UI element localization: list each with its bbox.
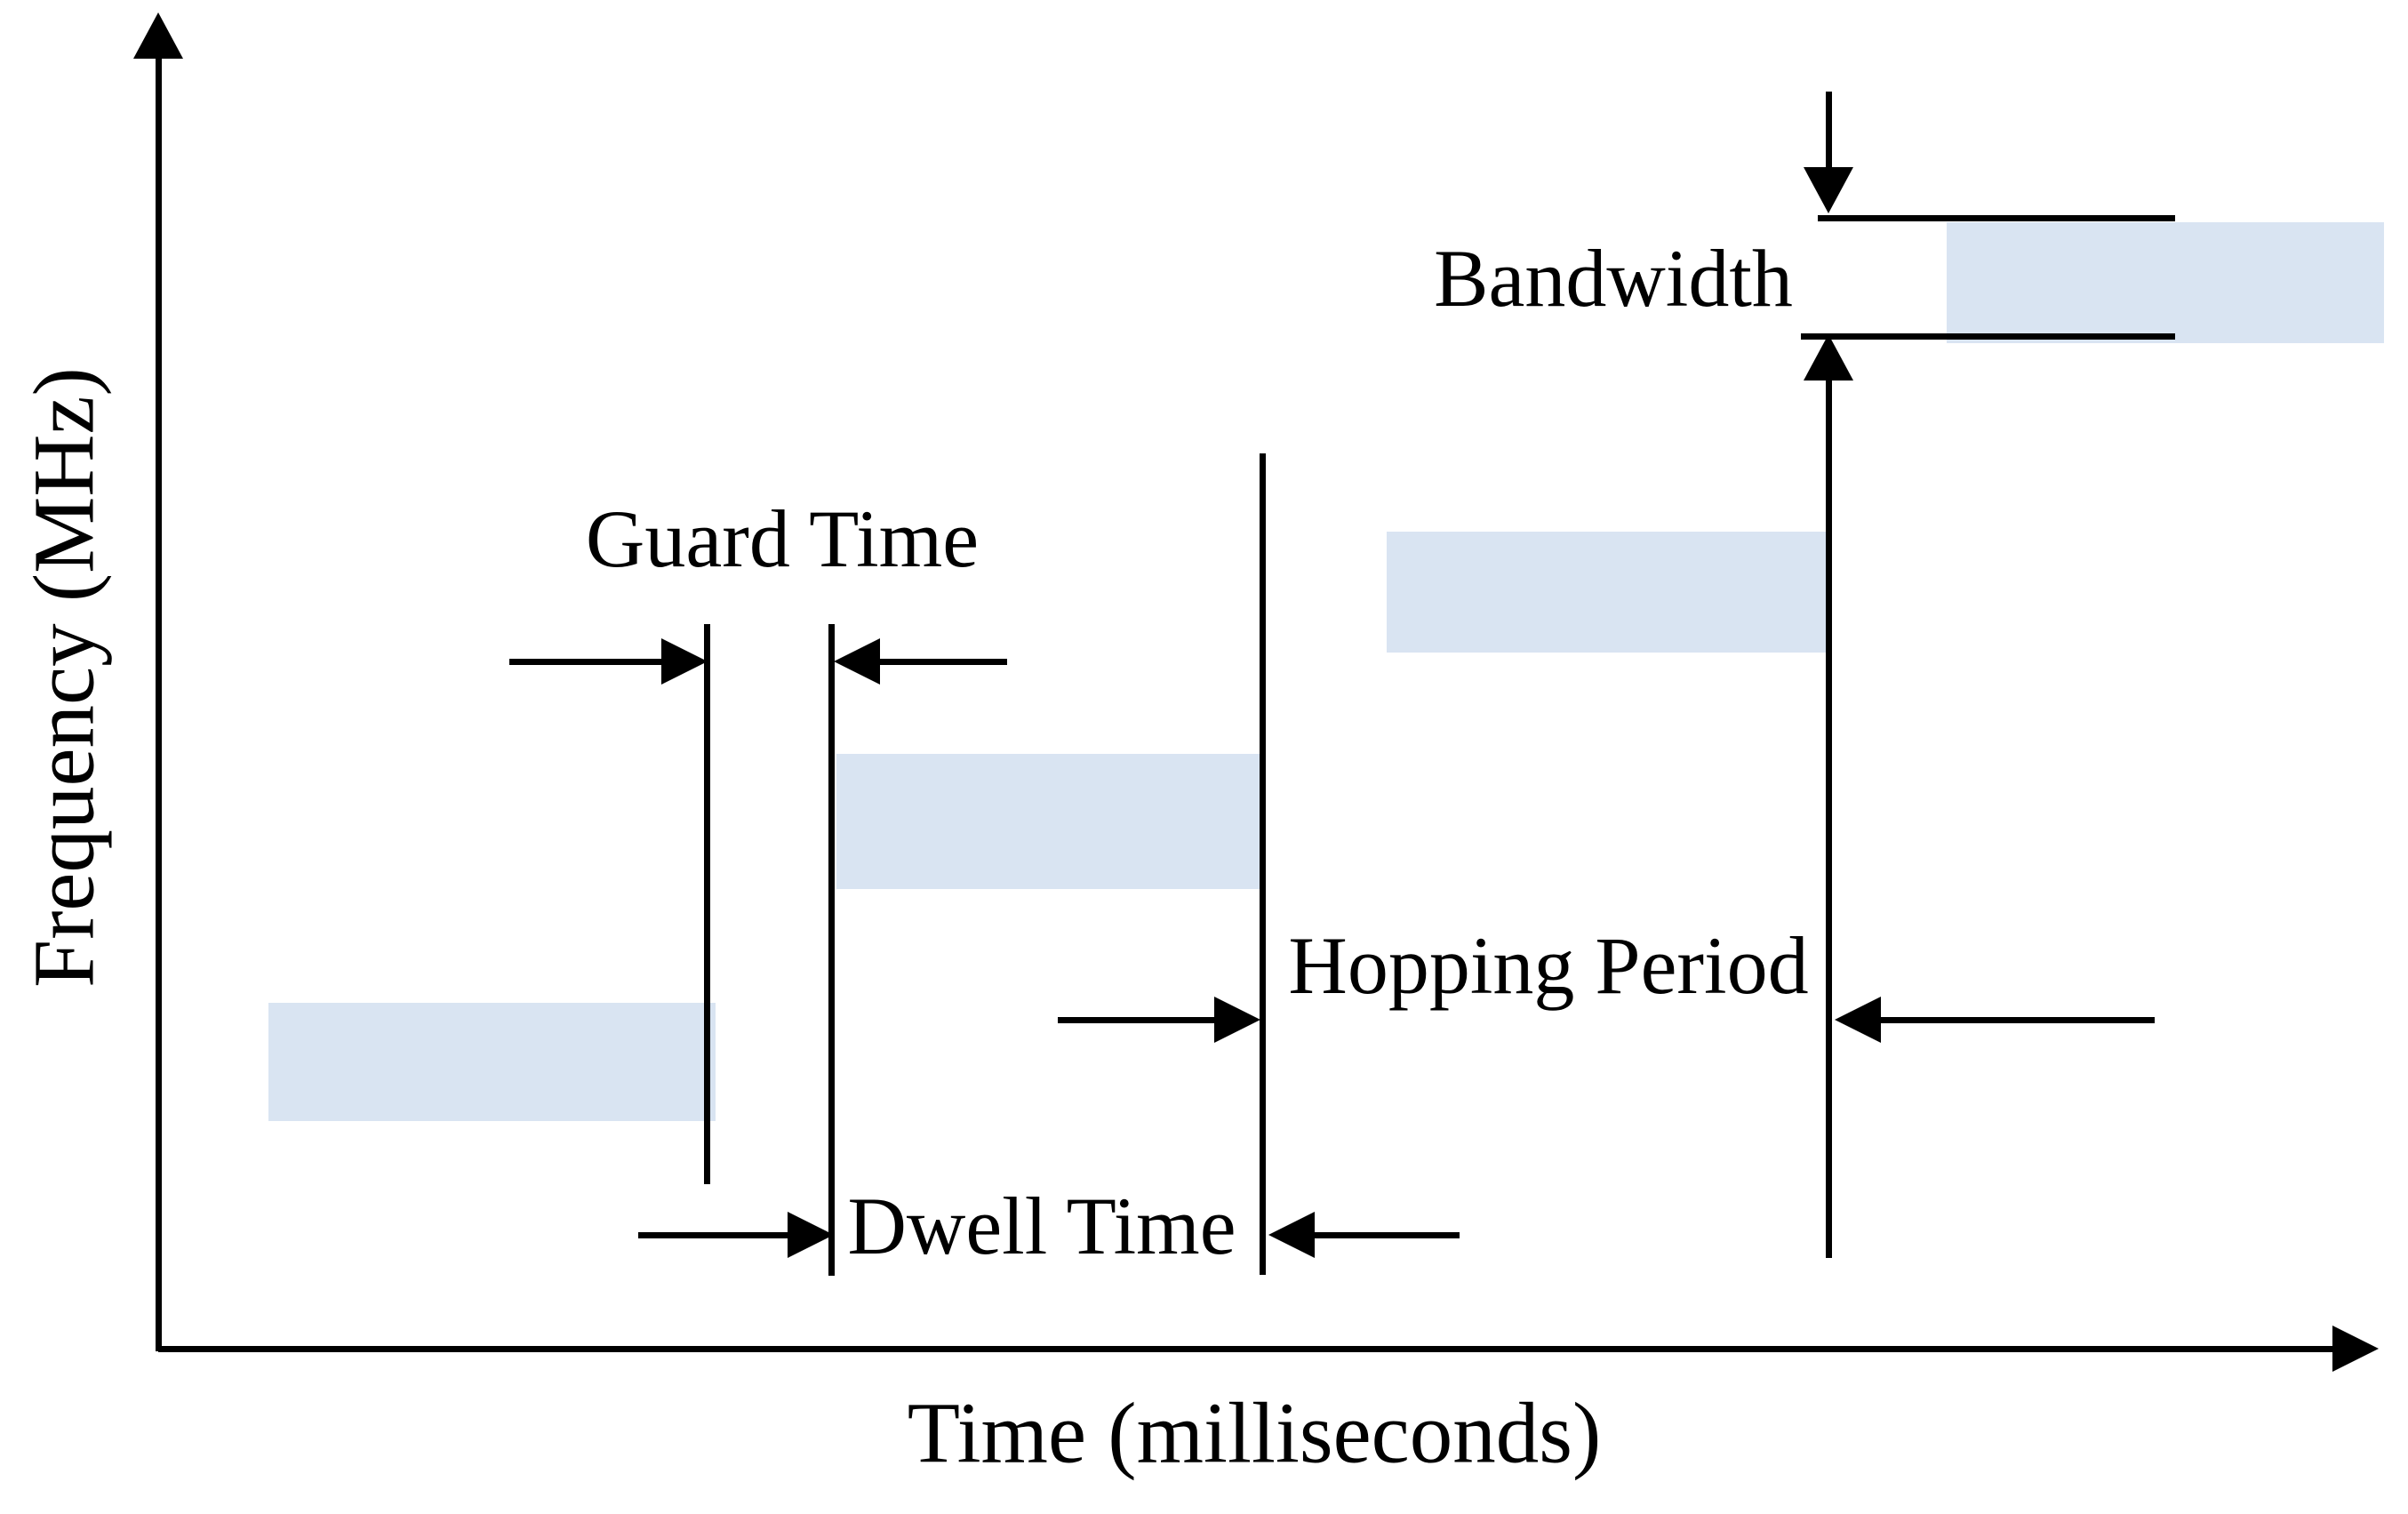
bandwidth-down-arrow-shaft	[1826, 92, 1832, 170]
x-axis-label: Time (milliseconds)	[907, 1385, 1602, 1481]
bandwidth-top-line	[1818, 215, 2175, 221]
guard-end-line	[828, 624, 835, 1276]
guard-time-left-arrow-shaft	[509, 659, 665, 665]
guard-time-label: Guard Time	[585, 493, 980, 584]
hop-bar-2	[836, 754, 1263, 889]
hopping-period-up-arrowhead-icon	[1804, 334, 1853, 381]
hopping-period-line	[1826, 381, 1832, 1258]
bandwidth-bottom-line	[1801, 333, 2175, 340]
guard-start-line	[704, 624, 710, 1184]
hop-bar-3	[1387, 532, 1829, 653]
hop-bar-4	[1947, 222, 2384, 343]
guard-time-right-arrow-shaft	[878, 659, 1007, 665]
hopping-period-left-arrow-shaft	[1058, 1017, 1216, 1023]
hopping-period-label: Hopping Period	[1288, 920, 1809, 1011]
hop-bar-1	[268, 1003, 716, 1121]
guard-time-right-arrowhead-icon	[834, 638, 880, 685]
x-axis-arrowhead-icon	[2332, 1326, 2379, 1372]
hopping-period-right-arrowhead-icon	[1835, 997, 1881, 1043]
bandwidth-down-arrowhead-icon	[1804, 167, 1853, 213]
y-axis-arrowhead-icon	[133, 12, 183, 59]
dwell-time-left-arrow-shaft	[638, 1232, 791, 1238]
dwell-time-right-arrow-shaft	[1313, 1232, 1460, 1238]
y-axis-line	[156, 44, 162, 1351]
dwell-time-left-arrowhead-icon	[788, 1212, 834, 1258]
hopping-period-right-arrow-shaft	[1879, 1017, 2155, 1023]
hopping-period-left-arrowhead-icon	[1214, 997, 1260, 1043]
x-axis-line	[158, 1346, 2336, 1352]
bandwidth-label: Bandwidth	[1434, 233, 1793, 324]
y-axis-label: Frequency (MHz)	[16, 367, 112, 988]
guard-time-left-arrowhead-icon	[661, 638, 708, 685]
dwell-time-right-arrowhead-icon	[1268, 1212, 1315, 1258]
dwell-end-line	[1260, 453, 1266, 1275]
dwell-time-label: Dwell Time	[847, 1181, 1236, 1271]
